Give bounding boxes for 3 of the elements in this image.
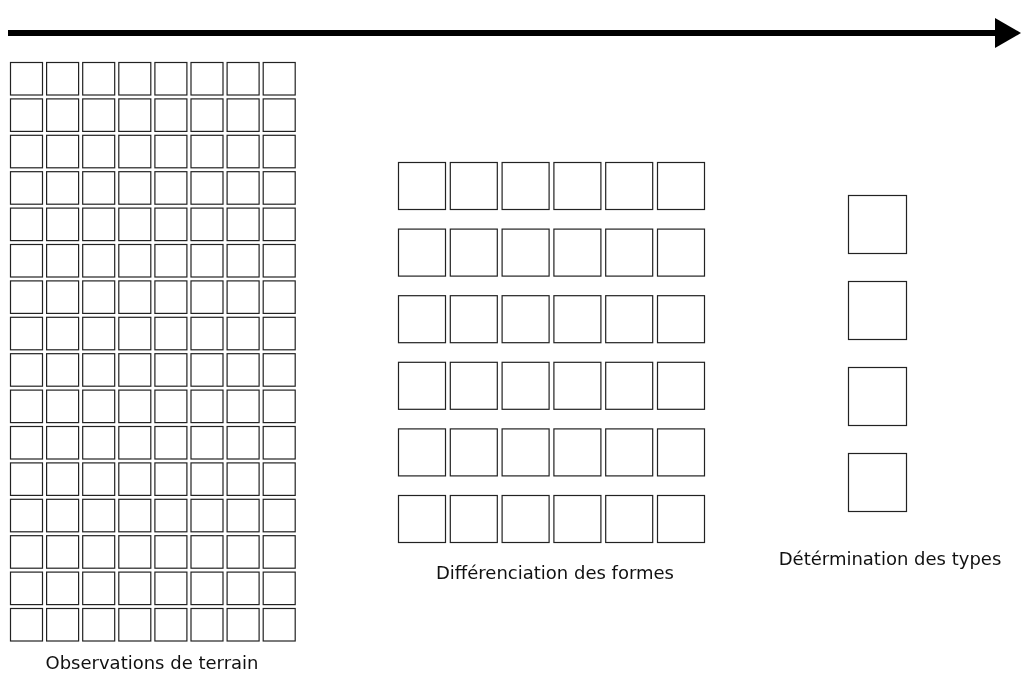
caption: Détérmination des types — [778, 548, 1002, 569]
caption: Observations de terrain — [45, 652, 259, 673]
caption: Différenciation des formes — [436, 562, 674, 583]
